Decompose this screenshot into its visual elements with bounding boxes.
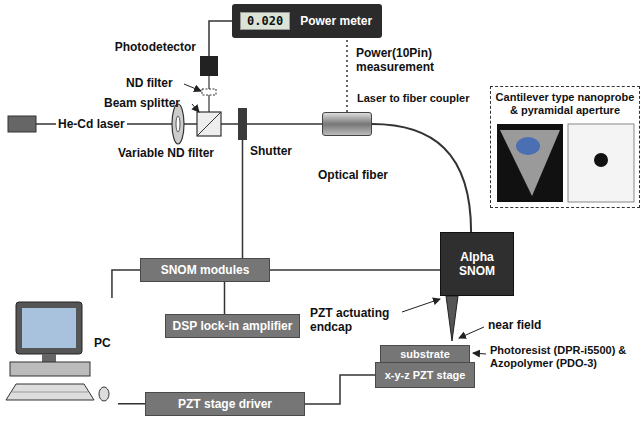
node-label: Laser to fiber coupler xyxy=(357,91,469,105)
beam-splitter-cube xyxy=(197,112,221,136)
callout-label: Power(10Pin) measurement xyxy=(356,46,442,74)
aperture-dot xyxy=(594,153,608,167)
callout-label: Beam splitter xyxy=(104,96,180,110)
connector xyxy=(270,269,440,271)
monitor-screen xyxy=(22,308,76,348)
callout-label: Variable ND filter xyxy=(118,146,214,160)
node-label: Photodetector xyxy=(115,40,196,54)
callout-label: Photoresist (DPR-i5500) & Azopolymer (PD… xyxy=(490,344,640,370)
node-label: Shutter xyxy=(250,144,292,158)
callout-label: PZT actuating endcap xyxy=(310,306,400,334)
leader-arrow xyxy=(402,299,440,312)
power-meter: 0.020 Power meter xyxy=(232,4,382,38)
node-label: DSP lock-in amplifier xyxy=(173,319,293,333)
photodetector: Photodetector xyxy=(200,56,218,76)
connector xyxy=(242,140,244,258)
stage-box: x-y-z PZT stage xyxy=(375,362,475,388)
monitor xyxy=(16,302,82,354)
node-label: Power meter xyxy=(300,14,372,28)
laser-head xyxy=(8,116,36,132)
amplifier-box: DSP lock-in amplifier xyxy=(165,314,300,338)
computer: PC xyxy=(8,298,118,420)
monitor-stand xyxy=(42,354,56,362)
probe-image xyxy=(497,124,563,202)
callout-label: near field xyxy=(488,318,541,332)
node-label: x-y-z PZT stage xyxy=(385,369,466,381)
callout-label: Optical fiber xyxy=(318,168,388,182)
probe-tip xyxy=(446,296,458,341)
aperture-glow xyxy=(516,137,540,155)
variable-nd-disc xyxy=(172,104,184,144)
connector xyxy=(209,21,232,56)
aperture-image xyxy=(568,124,634,202)
leader-arrow xyxy=(192,104,199,112)
leader-arrow xyxy=(459,327,484,338)
connector xyxy=(346,38,348,112)
callout-label: He-Cd laser xyxy=(56,117,127,131)
cantilever-shape xyxy=(500,130,560,196)
connector xyxy=(112,270,140,298)
fiber-coupler: Laser to fiber coupler xyxy=(322,112,372,136)
driver-box: PZT stage driver xyxy=(145,392,305,416)
inset-panel: Cantilever type nanoprobe & pyramidal ap… xyxy=(490,86,640,208)
beam-splitter-diagonal xyxy=(197,112,221,136)
connector xyxy=(305,375,375,404)
node-label: Cantilever type nanoprobe & pyramidal ap… xyxy=(495,91,635,117)
keyboard xyxy=(6,384,94,400)
callout-label: ND filter xyxy=(126,76,173,90)
pc-case xyxy=(10,362,90,376)
mouse xyxy=(99,387,109,401)
connector xyxy=(118,403,145,405)
substrate-layer: substrate xyxy=(380,345,470,363)
node-label: PC xyxy=(94,336,111,350)
connector xyxy=(224,282,226,314)
shutter: Shutter xyxy=(238,108,247,140)
snom-head: Alpha SNOM xyxy=(440,232,514,296)
node-label: Alpha SNOM xyxy=(445,250,509,278)
node-label: substrate xyxy=(400,348,450,360)
nd-filter xyxy=(202,89,216,95)
keyboard-row xyxy=(12,392,88,393)
module-box: SNOM modules xyxy=(140,258,270,282)
leader-arrow xyxy=(184,84,201,91)
node-label: PZT stage driver xyxy=(178,397,272,411)
variable-nd-hub xyxy=(176,116,180,132)
leader-arrow xyxy=(473,353,486,354)
node-label: 0.020 xyxy=(240,12,290,30)
node-label: SNOM modules xyxy=(161,263,250,277)
